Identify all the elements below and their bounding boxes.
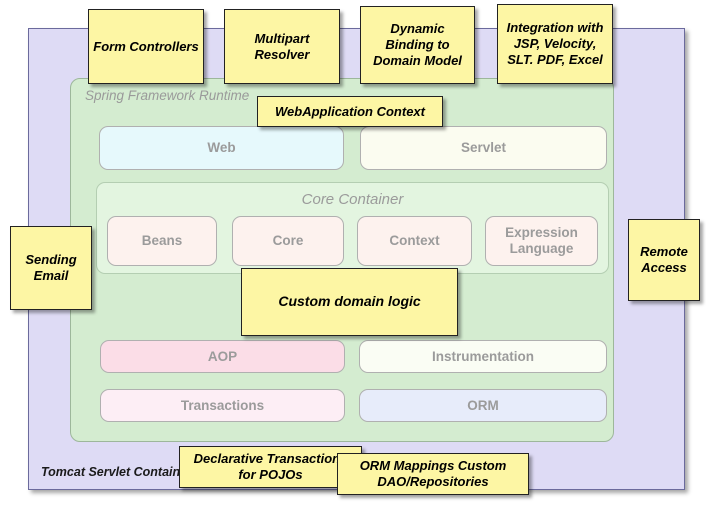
note-sending-email-label: Sending Email [25,252,77,283]
module-context-label: Context [389,233,440,249]
note-multipart-resolver-label: Multipart Resolver [254,30,310,62]
note-declarative-transactions-label: Declarative Transactions for POJOs [193,451,348,482]
module-aop-label: AOP [207,348,238,364]
note-custom-domain-logic[interactable]: Custom domain logic [241,268,458,336]
core-container-label: Core Container [301,191,404,208]
module-expression-language-label: Expression Language [505,225,578,256]
note-orm-mappings[interactable]: ORM Mappings Custom DAO/Repositories [337,453,529,495]
module-servlet[interactable]: Servlet [360,126,607,170]
module-transactions[interactable]: Transactions [100,389,345,422]
note-dynamic-binding-label: Dynamic Binding to Domain Model [373,21,462,68]
note-custom-domain-logic-label: Custom domain logic [278,293,421,310]
spring-framework-runtime-label: Spring Framework Runtime [85,88,250,103]
module-instrumentation[interactable]: Instrumentation [359,340,607,373]
note-declarative-transactions[interactable]: Declarative Transactions for POJOs [179,446,362,488]
note-integration[interactable]: Integration with JSP, Velocity, SLT. PDF… [497,4,613,84]
note-multipart-resolver[interactable]: Multipart Resolver [224,9,340,84]
module-beans-label: Beans [141,233,183,249]
module-beans[interactable]: Beans [107,216,217,266]
module-core-label: Core [272,233,304,249]
note-remote-access-label: Remote Access [640,244,688,275]
module-orm[interactable]: ORM [359,389,607,422]
module-core[interactable]: Core [232,216,344,266]
module-web[interactable]: Web [99,126,344,170]
module-context[interactable]: Context [357,216,472,266]
note-webapplication-context[interactable]: WebApplication Context [257,96,443,127]
module-transactions-label: Transactions [180,397,265,413]
note-remote-access[interactable]: Remote Access [628,219,700,301]
note-dynamic-binding[interactable]: Dynamic Binding to Domain Model [360,6,475,84]
note-form-controllers-label: Form Controllers [93,38,199,54]
module-web-label: Web [207,140,236,156]
tomcat-servlet-container-label: Tomcat Servlet Container [41,465,192,479]
module-servlet-label: Servlet [460,140,507,156]
note-sending-email[interactable]: Sending Email [10,226,92,310]
module-aop[interactable]: AOP [100,340,345,373]
note-orm-mappings-label: ORM Mappings Custom DAO/Repositories [359,458,507,489]
module-orm-label: ORM [467,397,499,413]
note-integration-label: Integration with JSP, Velocity, SLT. PDF… [506,20,604,67]
module-expression-language[interactable]: Expression Language [485,216,598,266]
module-instrumentation-label: Instrumentation [431,348,534,364]
note-webapplication-context-label: WebApplication Context [275,103,425,119]
note-form-controllers[interactable]: Form Controllers [88,9,204,84]
